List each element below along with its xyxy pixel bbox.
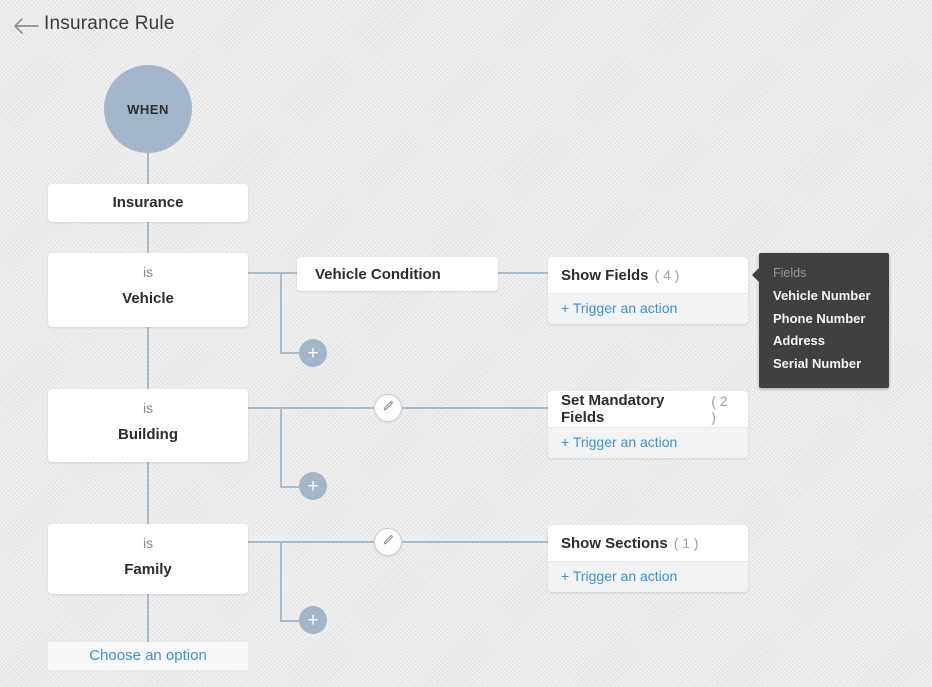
tooltip-title: Fields xyxy=(773,266,807,280)
connector-line xyxy=(147,153,149,184)
action-title-label: Show Fields xyxy=(561,266,649,284)
connector-line xyxy=(248,272,297,274)
condition-node-building[interactable]: is Building xyxy=(48,389,248,462)
tooltip-item: Vehicle Number xyxy=(773,288,871,303)
fields-tooltip: Fields Vehicle Number Phone Number Addre… xyxy=(752,253,889,388)
action-title[interactable]: Show Fields ( 4 ) xyxy=(548,257,748,293)
pencil-icon xyxy=(381,533,395,552)
tooltip-item-list: Vehicle Number Phone Number Address Seri… xyxy=(773,285,881,375)
condition-value: Family xyxy=(124,561,172,578)
when-label: WHEN xyxy=(127,101,169,117)
back-arrow-icon xyxy=(12,18,40,40)
plus-icon: + xyxy=(307,475,319,497)
connector-line xyxy=(280,352,300,354)
page-title: Insurance Rule xyxy=(44,13,175,34)
condition-operator: is xyxy=(142,535,154,551)
action-title-label: Set Mandatory Fields xyxy=(561,392,665,426)
action-title[interactable]: Show Sections ( 1 ) xyxy=(548,525,748,561)
edit-criteria-button[interactable] xyxy=(374,394,402,422)
condition-value: Vehicle xyxy=(122,290,174,307)
pencil-icon xyxy=(381,399,395,418)
criteria-node[interactable]: Vehicle Condition xyxy=(297,257,498,291)
connector-line xyxy=(280,620,300,622)
when-node[interactable]: WHEN xyxy=(104,65,192,153)
back-button[interactable] xyxy=(12,16,40,36)
connector-line xyxy=(498,272,548,274)
add-criteria-button[interactable]: + xyxy=(299,339,327,367)
edit-criteria-button[interactable] xyxy=(374,528,402,556)
action-count: ( 2 ) xyxy=(711,393,728,425)
action-title[interactable]: Set Mandatory Fields ( 2 ) xyxy=(548,391,748,427)
trigger-action-link[interactable]: + Trigger an action xyxy=(548,561,748,592)
trigger-action-link[interactable]: + Trigger an action xyxy=(548,293,748,324)
connector-line xyxy=(147,594,149,642)
tooltip-item: Serial Number xyxy=(773,355,862,371)
condition-operator: is xyxy=(142,400,154,416)
condition-operator: is xyxy=(142,264,154,280)
choose-option-link[interactable]: Choose an option xyxy=(48,642,248,670)
action-count: ( 4 ) xyxy=(654,267,680,283)
plus-icon: + xyxy=(307,609,319,631)
add-criteria-button[interactable]: + xyxy=(299,606,327,634)
action-count: ( 1 ) xyxy=(673,535,699,551)
connector-line xyxy=(280,272,282,353)
trigger-action-link[interactable]: + Trigger an action xyxy=(548,427,748,458)
connector-line xyxy=(147,327,149,389)
condition-node-family[interactable]: is Family xyxy=(48,524,248,594)
action-node-show-fields: Show Fields ( 4 ) + Trigger an action xyxy=(548,257,748,324)
connector-line xyxy=(147,462,149,524)
connector-line xyxy=(280,486,300,488)
condition-node-vehicle[interactable]: is Vehicle xyxy=(48,253,248,327)
connector-line xyxy=(280,407,282,487)
plus-icon: + xyxy=(307,342,319,364)
connector-line xyxy=(147,222,149,253)
tooltip-arrow xyxy=(752,268,759,282)
tooltip-item: Address xyxy=(773,333,826,348)
action-title-label: Show Sections xyxy=(561,534,668,552)
condition-value: Building xyxy=(118,426,178,443)
tooltip-item: Phone Number xyxy=(773,310,866,326)
connector-line xyxy=(280,541,282,621)
action-node-show-sections: Show Sections ( 1 ) + Trigger an action xyxy=(548,525,748,592)
root-field-node[interactable]: Insurance xyxy=(48,184,248,222)
add-criteria-button[interactable]: + xyxy=(299,472,327,500)
action-node-set-mandatory-fields: Set Mandatory Fields ( 2 ) + Trigger an … xyxy=(548,391,748,458)
